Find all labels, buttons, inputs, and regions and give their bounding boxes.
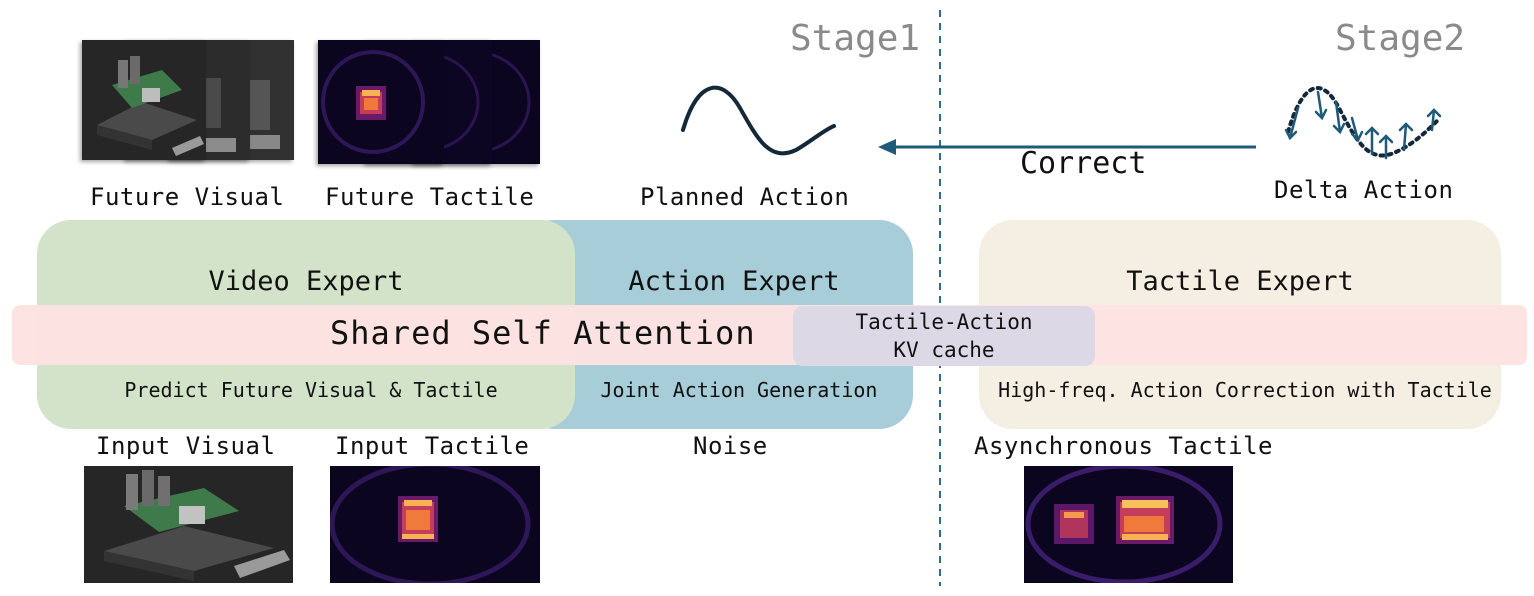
tactile-heatmap-image — [1024, 466, 1233, 583]
tactile-expert-title: Tactile Expert — [1126, 266, 1354, 297]
robot-board-image — [82, 40, 206, 160]
tactile-heatmap-image — [318, 40, 444, 164]
planned-action-label: Planned Action — [640, 183, 850, 211]
shared-attention-label: Shared Self Attention — [330, 314, 756, 352]
kv-cache-box — [793, 306, 1095, 366]
delta-action-icon — [1284, 86, 1442, 160]
sine-wave-icon — [681, 85, 836, 156]
input-visual-image — [84, 466, 293, 583]
kv-cache-line2: KV cache — [893, 338, 995, 362]
video-expert-title: Video Expert — [208, 266, 404, 297]
future-tactile-frame-1 — [318, 40, 444, 164]
action-expert-title: Action Expert — [628, 266, 840, 297]
action-expert-subtitle: Joint Action Generation — [600, 378, 878, 402]
stage2-label: Stage2 — [1335, 18, 1466, 59]
delta-action-label: Delta Action — [1274, 176, 1454, 204]
noise-label: Noise — [693, 432, 768, 460]
future-visual-label: Future Visual — [90, 183, 285, 211]
input-tactile-image — [330, 466, 540, 583]
robot-board-image — [84, 466, 293, 583]
stage-divider — [939, 10, 941, 586]
kv-cache-label: Tactile-Action KV cache — [793, 308, 1095, 364]
video-expert-subtitle: Predict Future Visual & Tactile — [124, 378, 498, 402]
async-tactile-image — [1024, 466, 1233, 583]
stage1-label: Stage1 — [790, 18, 921, 59]
shared-attention-band — [12, 305, 1527, 365]
input-tactile-label: Input Tactile — [335, 432, 530, 460]
left-arrow-icon — [878, 139, 1256, 155]
future-visual-frame-1 — [82, 40, 206, 160]
future-tactile-label: Future Tactile — [325, 183, 535, 211]
tactile-heatmap-image — [330, 466, 540, 583]
tactile-expert-subtitle: High-freq. Action Correction with Tactil… — [998, 378, 1492, 402]
kv-cache-line1: Tactile-Action — [855, 310, 1033, 334]
input-visual-label: Input Visual — [96, 432, 276, 460]
correct-label: Correct — [1020, 146, 1147, 181]
async-tactile-label: Asynchronous Tactile — [974, 432, 1273, 460]
